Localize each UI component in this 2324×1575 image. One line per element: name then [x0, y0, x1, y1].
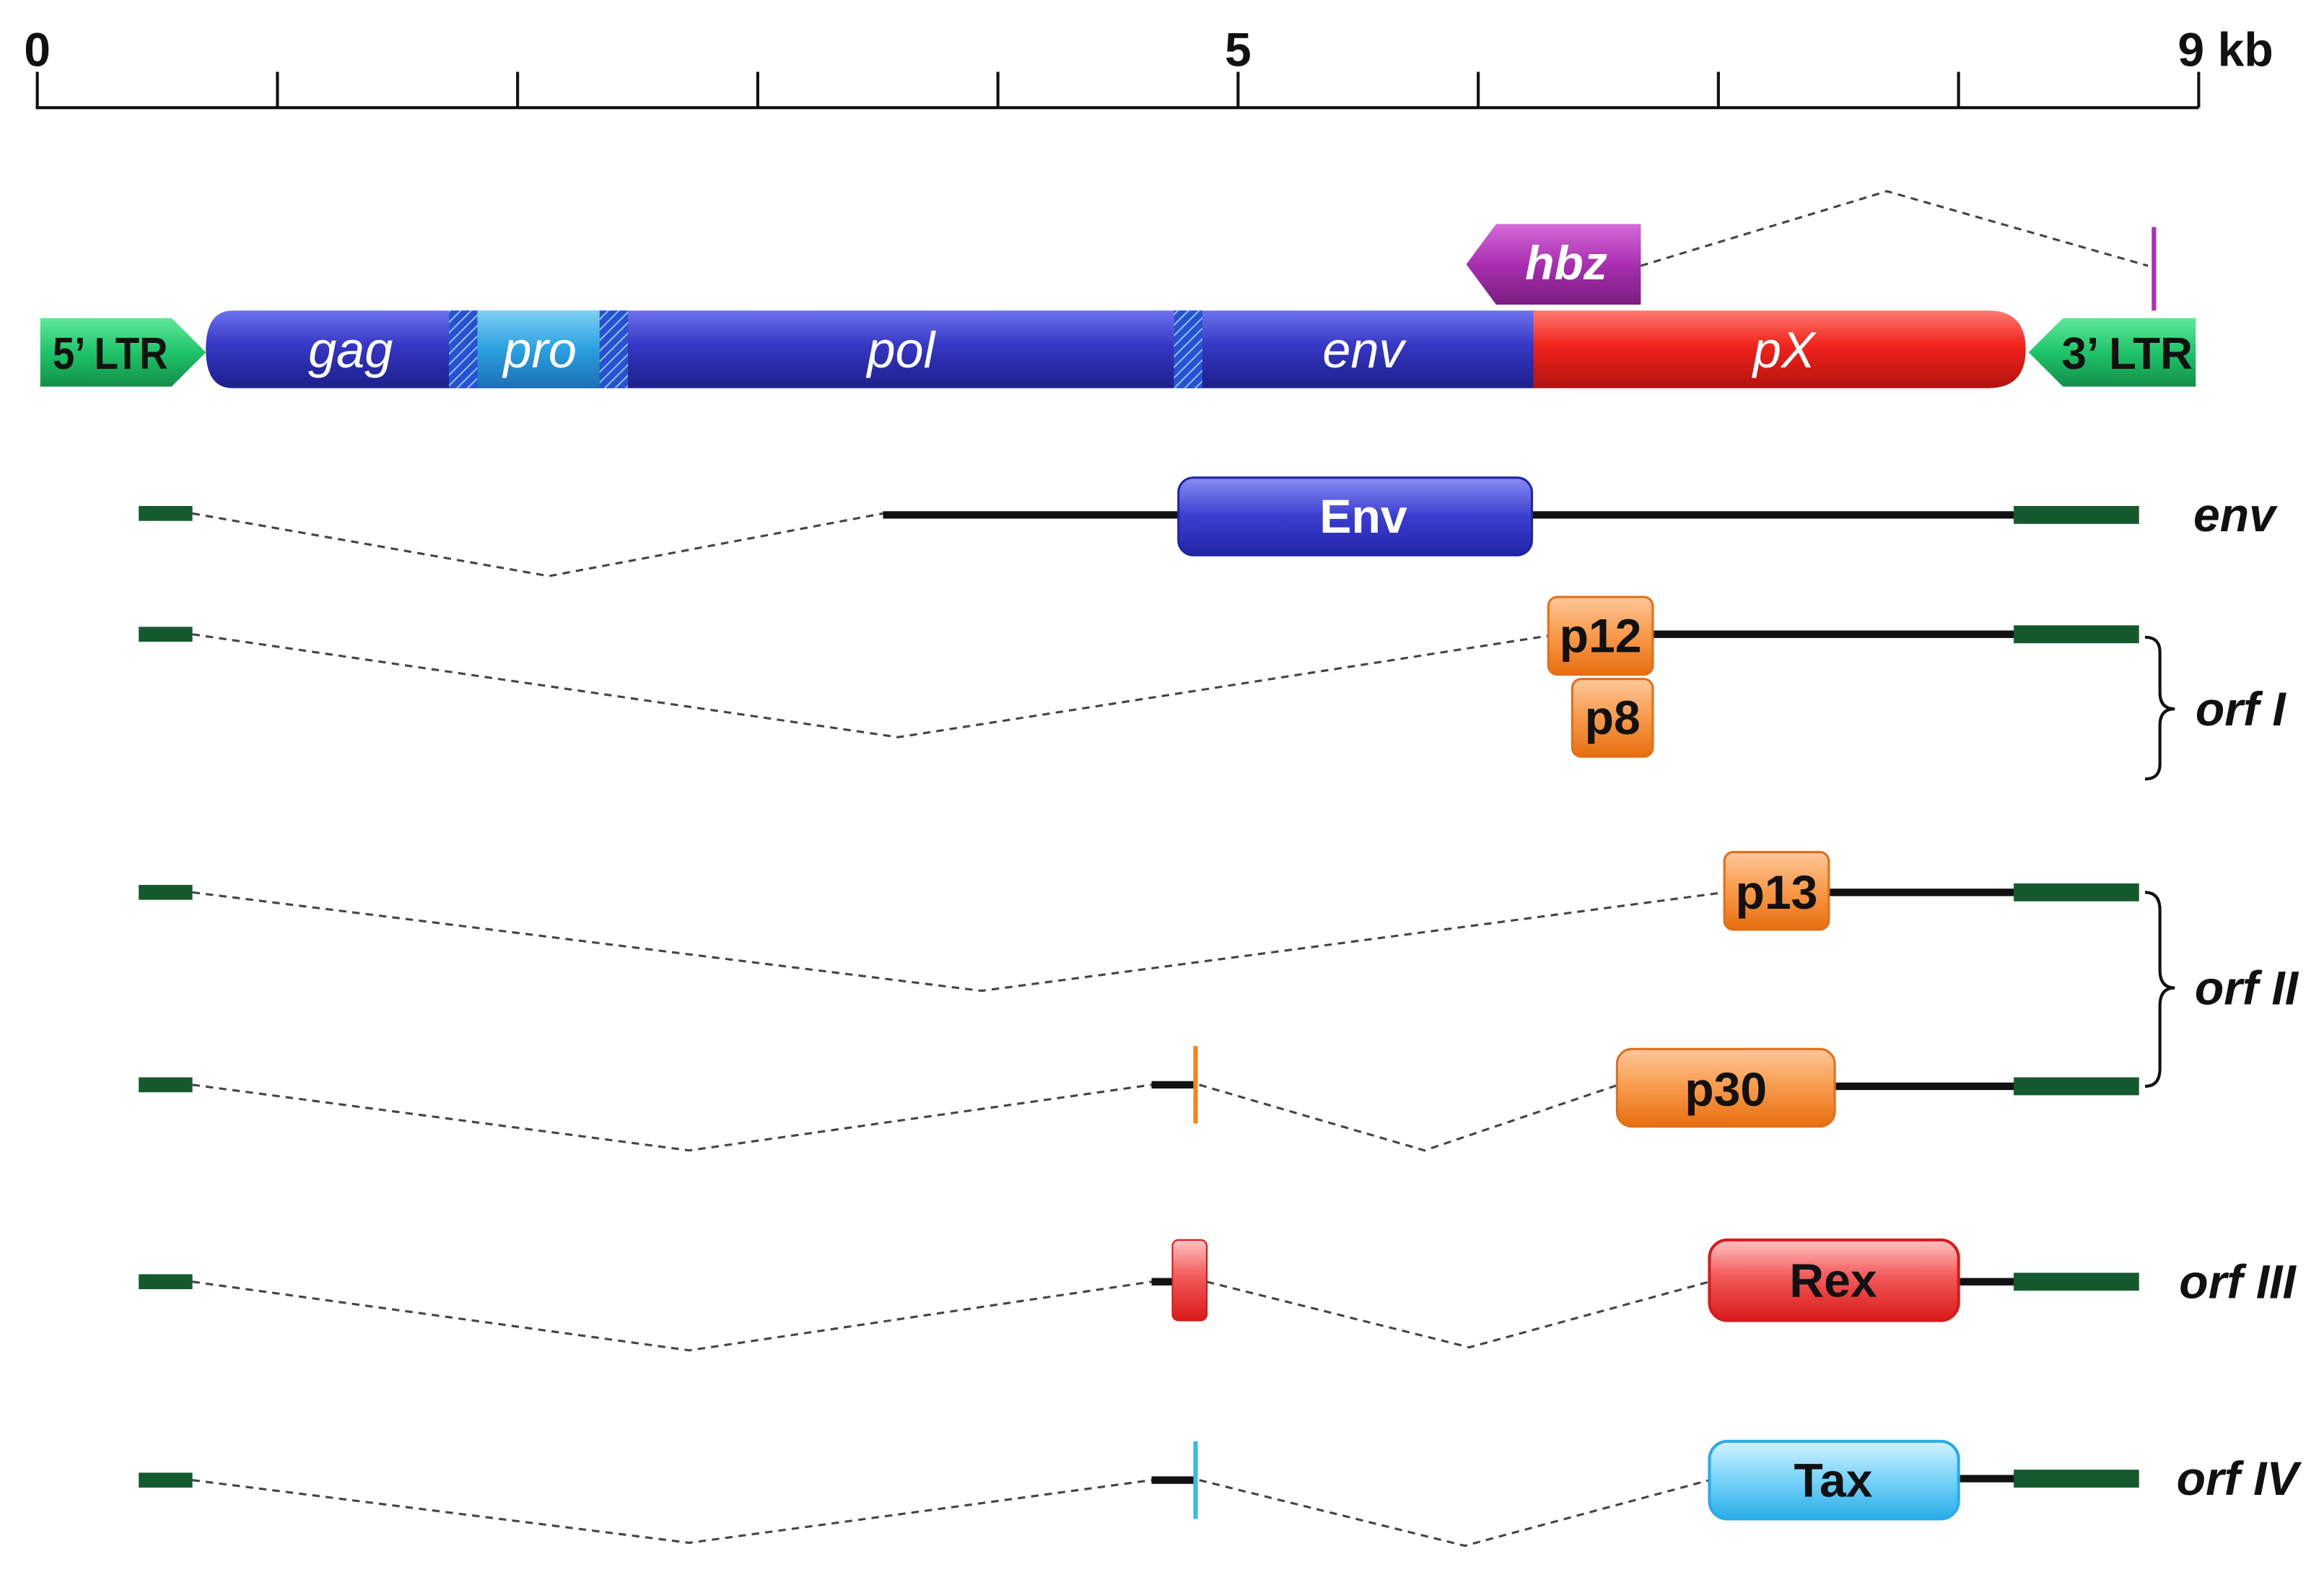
p12-protein-box [1547, 595, 1654, 676]
scale-label-0: 0 [24, 23, 51, 77]
ltr-5-arrow [40, 318, 206, 387]
exon-5-end [139, 627, 193, 642]
p8-protein-box [1571, 678, 1654, 758]
gene-label-env: env [1322, 321, 1407, 378]
exon-3-end [2014, 505, 2139, 524]
transcript-label-orf-iv: orf IV [2177, 1452, 2302, 1506]
transcript-label-orf-ii: orf II [2195, 961, 2299, 1015]
splice-line [192, 1280, 1152, 1352]
p30-protein-box [1615, 1047, 1836, 1128]
scale-label-9kb: 9 kb [2177, 23, 2273, 77]
ltr-3-label: 3’ LTR [2061, 329, 2192, 379]
exon-3-end [2014, 1273, 2139, 1291]
ltr-5-label: 5’ LTR [53, 329, 168, 379]
env-protein-label: Env [1319, 490, 1407, 544]
pro-region [477, 310, 600, 388]
splice-line [192, 512, 883, 577]
exon-5-end [139, 1274, 193, 1290]
env-protein-box [1177, 476, 1534, 557]
rex-protein-box [1708, 1238, 1960, 1322]
hbz-arrow [1466, 224, 1641, 305]
overlap-hatch [599, 310, 629, 388]
splice-line [192, 633, 1549, 738]
transcript-label-env: env [2193, 489, 2278, 542]
p12-protein-label: p12 [1560, 610, 1642, 663]
rex-protein-label: Rex [1789, 1254, 1877, 1307]
exon-3-end [2014, 1470, 2139, 1488]
px-region [1533, 310, 2026, 388]
splice-line [192, 1083, 1152, 1152]
splice-line [192, 891, 1725, 992]
tax-protein-label: Tax [1794, 1454, 1873, 1507]
p8-protein-label: p8 [1585, 691, 1641, 745]
orf-i-brace [2144, 635, 2175, 781]
hbz-gene: hbz [1466, 190, 2157, 311]
rex-small-exon [1171, 1239, 1208, 1322]
exon-5-end [139, 505, 193, 521]
exon-5-end [139, 884, 193, 900]
exon-3-end [2014, 1077, 2139, 1096]
transcript-orf-i: p12 p8 orf I [139, 595, 2287, 781]
hbz-label: hbz [1525, 237, 1607, 290]
p13-protein-label: p13 [1736, 866, 1818, 920]
exon-3-end [2014, 625, 2139, 644]
transcript-orf-ii-p30: p30 orf II [139, 891, 2299, 1152]
tax-protein-box [1708, 1439, 1960, 1521]
exon-5-end [139, 1077, 193, 1093]
gene-label-px: pX [1752, 321, 1817, 378]
splice-line [1206, 1280, 1710, 1349]
small-exon-marker [1193, 1046, 1198, 1124]
splice-line [1199, 1479, 1710, 1548]
transcript-orf-iii: Rex orf III [139, 1238, 2297, 1352]
transcript-orf-ii-p13: p13 [139, 850, 2139, 992]
gene-label-pro: pro [502, 321, 577, 378]
p30-protein-label: p30 [1685, 1063, 1767, 1117]
splice-line [1199, 1083, 1619, 1152]
transcript-env: Env env [139, 476, 2278, 577]
overlap-hatch [1174, 310, 1202, 388]
transcript-label-orf-i: orf I [2196, 683, 2287, 736]
small-exon-marker [1193, 1441, 1198, 1519]
transcript-label-orf-iii: orf III [2179, 1255, 2297, 1309]
proviral-genome: 5’ LTR 3’ LTR gag pro pol env pX [40, 310, 2196, 388]
hbz-splice-line [1640, 190, 2149, 267]
exon-3-end [2014, 883, 2139, 902]
gene-label-pol: pol [865, 321, 936, 378]
ltr-3-arrow [2028, 318, 2196, 387]
orf-ii-brace [2144, 891, 2175, 1088]
transcript-orf-iv: Tax orf IV [139, 1439, 2302, 1548]
scale-label-5: 5 [1225, 23, 1251, 77]
gene-label-gag: gag [308, 321, 393, 378]
kb-scale: 0 5 9 kb [24, 23, 2273, 110]
splice-line [192, 1479, 1152, 1544]
exon-5-end [139, 1473, 193, 1488]
overlap-hatch [449, 310, 478, 388]
p13-protein-box [1723, 850, 1830, 931]
